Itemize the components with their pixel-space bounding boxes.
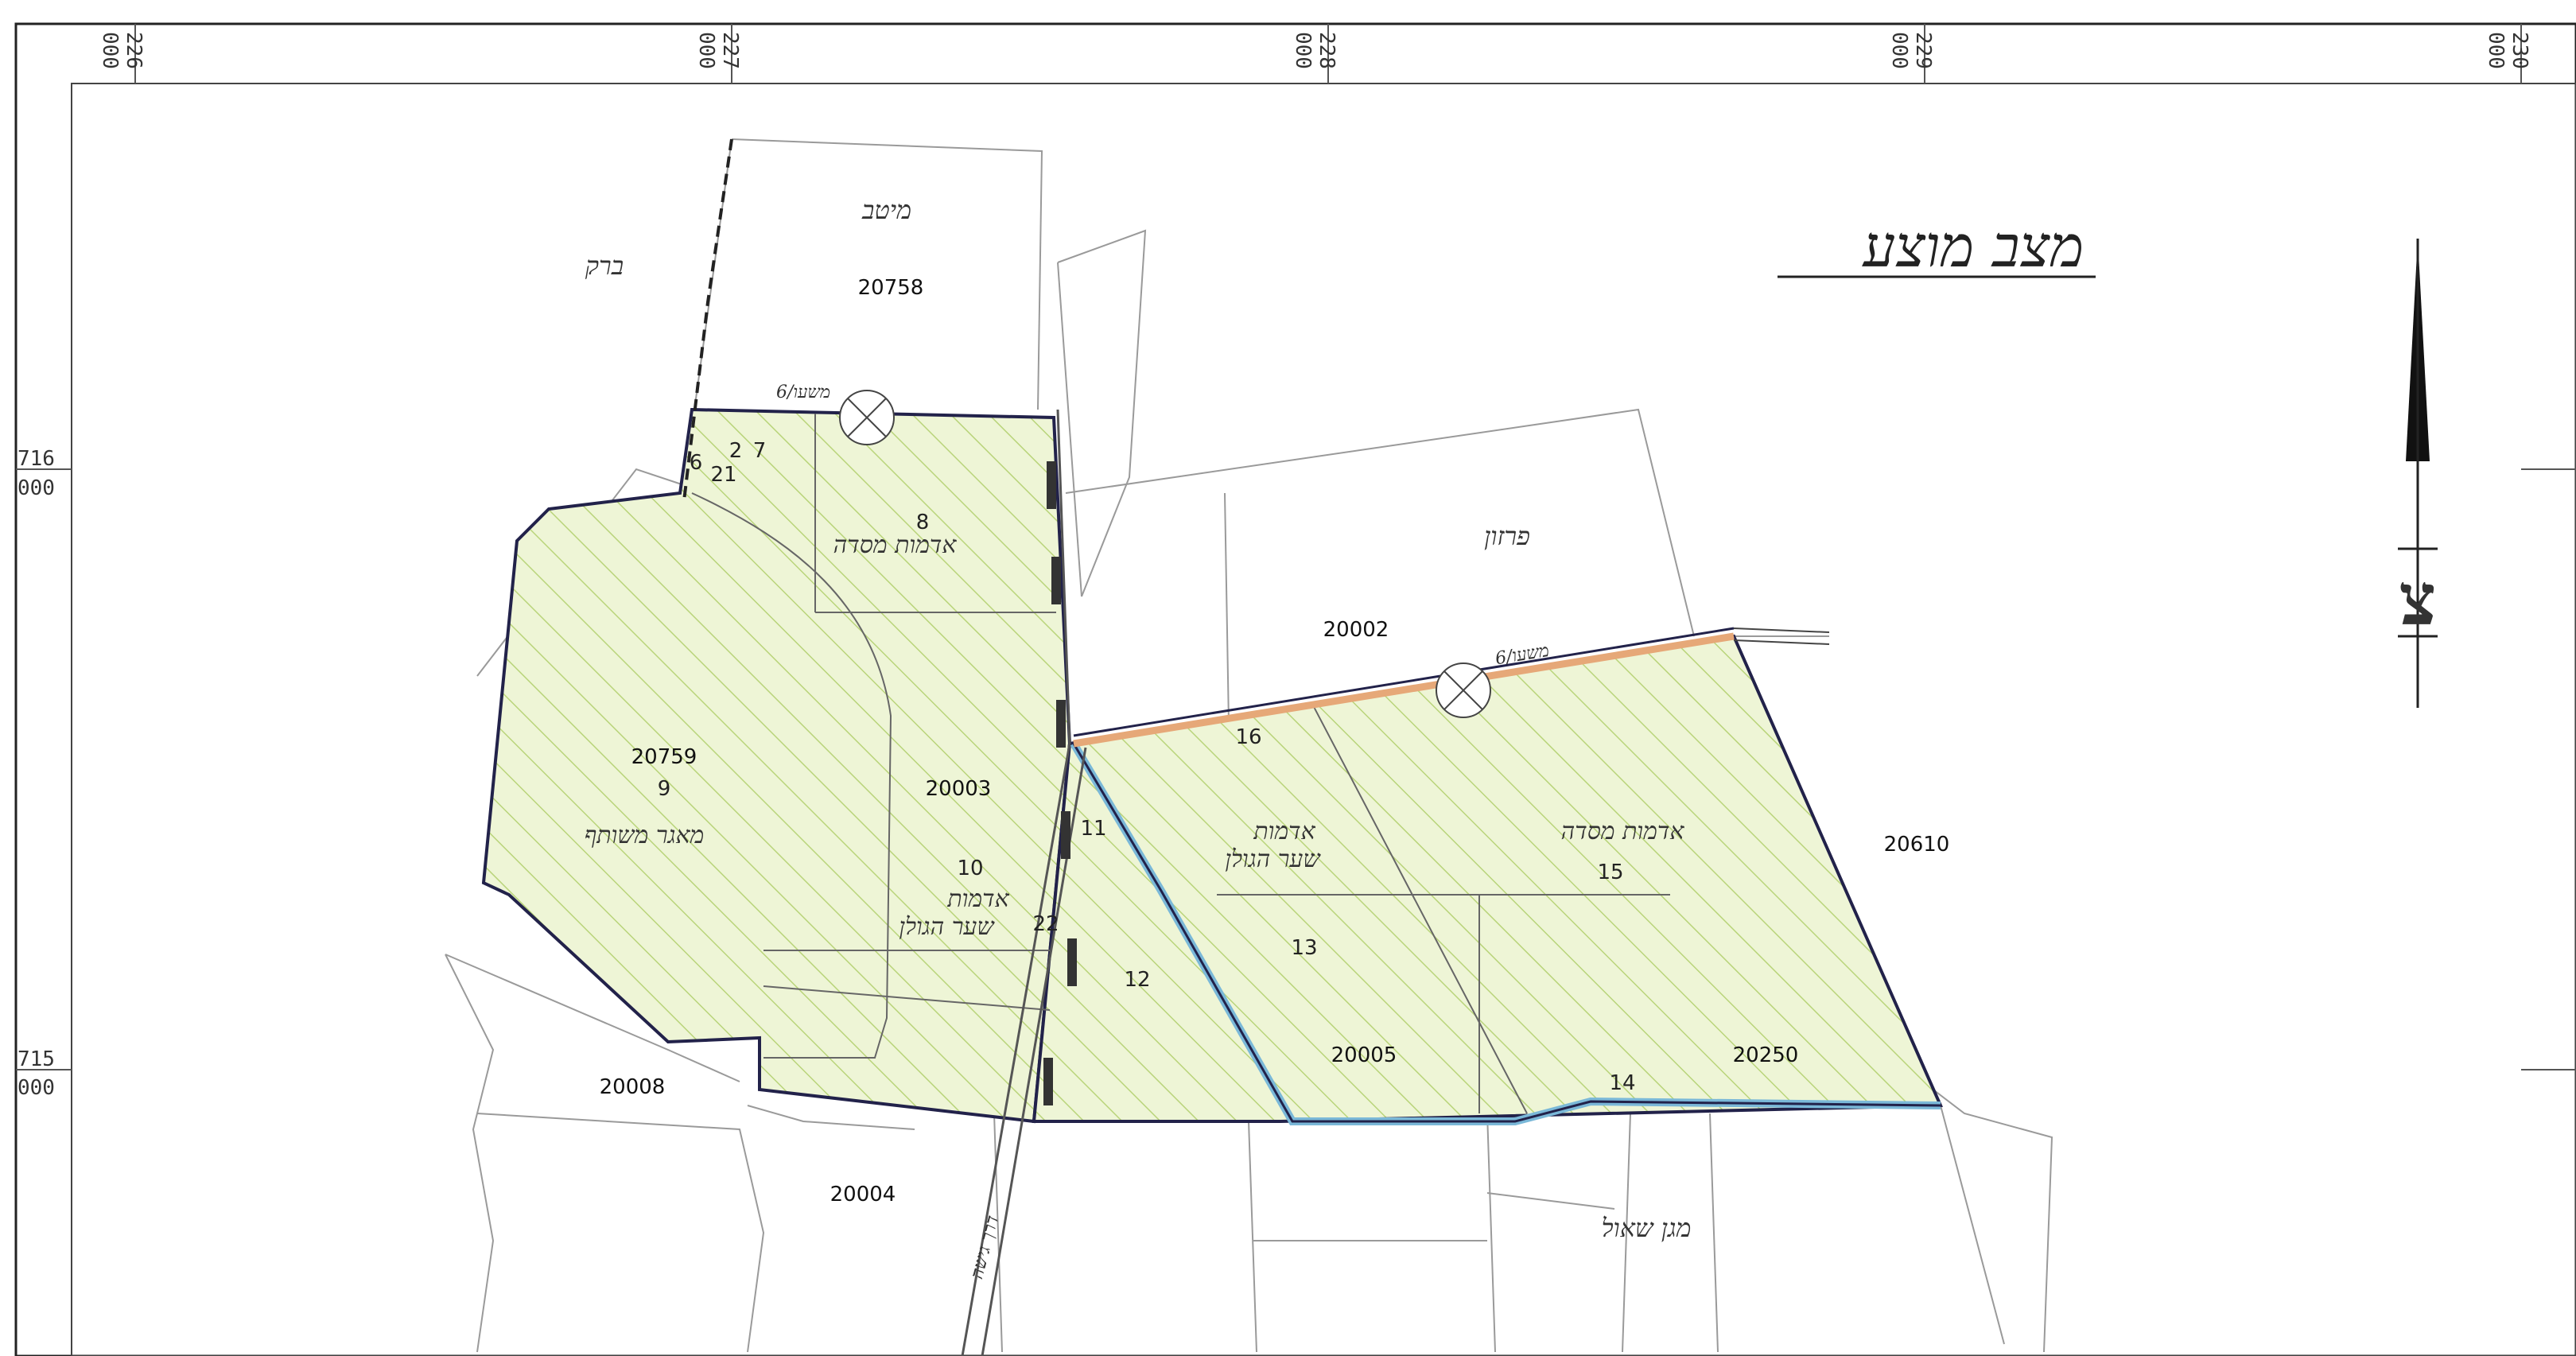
map-frame <box>14 22 2576 1356</box>
svg-text:צ: צ <box>2399 558 2436 642</box>
parcel-9: 9 <box>658 777 671 801</box>
grid-top-ticks <box>134 24 2522 84</box>
block-20250: 20250 <box>1733 1043 1799 1067</box>
svg-text:230: 230 <box>2508 32 2531 69</box>
parcel-14: 14 <box>1609 1071 1635 1095</box>
svg-text:227: 227 <box>718 32 742 69</box>
zone-label-shaar-left-1: אדמות <box>946 885 1009 913</box>
zone-label-shaar-left-2: שער הגולן <box>899 913 995 941</box>
block-20008: 20008 <box>600 1075 666 1099</box>
parcel-22: 22 <box>1032 912 1059 936</box>
parcel-6: 6 <box>690 451 703 475</box>
zone-internal-lines <box>691 414 1670 1114</box>
grid-label-228: 228 000 <box>1291 32 1339 69</box>
svg-text:226: 226 <box>122 32 146 69</box>
block-20758: 20758 <box>858 276 924 300</box>
grid-label-716: 716 <box>17 447 55 471</box>
svg-text:000: 000 <box>98 32 122 69</box>
zone-label-shaar-mid-1: אדמות <box>1253 818 1315 845</box>
parcel-10: 10 <box>957 857 983 880</box>
zone-middle <box>1032 634 1944 1123</box>
grid-label-716-sub: 000 <box>17 476 55 500</box>
parcel-8: 8 <box>916 511 930 534</box>
svg-text:229: 229 <box>1911 32 1935 69</box>
parcel-13: 13 <box>1291 936 1317 960</box>
grid-label-715-sub: 000 <box>17 1076 55 1100</box>
road-orange <box>1073 632 1735 748</box>
svg-text:228: 228 <box>1315 32 1339 69</box>
svg-text:000: 000 <box>1887 32 1911 69</box>
block-20759: 20759 <box>631 745 697 769</box>
junction-symbol-1 <box>839 390 895 445</box>
grid-label-230: 230 000 <box>2484 32 2531 69</box>
block-20003: 20003 <box>926 777 992 801</box>
svg-text:000: 000 <box>2484 32 2508 69</box>
parcel-12: 12 <box>1124 968 1150 992</box>
junction-symbol-2 <box>1436 662 1491 718</box>
place-meitav: מיטב <box>861 195 911 225</box>
parcel-11: 11 <box>1080 817 1106 841</box>
parcel-7: 7 <box>753 439 767 463</box>
zone-label-maagar: מאגר משותף <box>585 822 705 849</box>
road-east <box>1733 627 1830 645</box>
place-mogen-shaul: מגן שאול <box>1602 1213 1692 1243</box>
map-inner-frame <box>71 83 2576 1356</box>
zone-label-admot-top: אדמות מסדה <box>833 531 958 559</box>
parcel-15: 15 <box>1597 861 1623 884</box>
river-edge <box>1072 743 1941 1123</box>
zone-label-admot-right: אדמות מסדה <box>1561 818 1685 845</box>
parcel-16: 16 <box>1235 725 1261 749</box>
zone-label-shaar-mid-2: שער הגולן <box>1225 845 1321 873</box>
block-20610: 20610 <box>1884 833 1950 857</box>
road-label-1: משעו/6 <box>776 383 830 402</box>
grid-label-715: 715 <box>17 1047 55 1071</box>
block-20002: 20002 <box>1323 618 1389 642</box>
shaded-zones <box>481 407 1944 1124</box>
grid-left-ticks <box>16 468 2576 1070</box>
place-barak: ברק <box>585 251 624 281</box>
north-boundary <box>682 138 733 502</box>
grid-label-226: 226 000 <box>98 32 146 69</box>
north-arrow-icon: צ <box>2398 239 2438 708</box>
parcel-21: 21 <box>710 463 736 487</box>
road-orange-edge <box>1073 627 1735 737</box>
block-20005: 20005 <box>1331 1043 1397 1067</box>
block-20004: 20004 <box>830 1183 896 1206</box>
place-prazon: פרזון <box>1484 521 1530 551</box>
map-title: מצב מוצע <box>1861 213 2084 280</box>
zone-west <box>481 407 1072 1124</box>
grid-label-229: 229 000 <box>1887 32 1935 69</box>
svg-text:000: 000 <box>1291 32 1315 69</box>
parcel-2: 2 <box>729 439 743 463</box>
cadastral-lines <box>445 138 2053 1353</box>
svg-text:000: 000 <box>694 32 718 69</box>
grid-label-227: 227 000 <box>694 32 742 69</box>
access-road-dashes <box>1043 461 1077 1105</box>
